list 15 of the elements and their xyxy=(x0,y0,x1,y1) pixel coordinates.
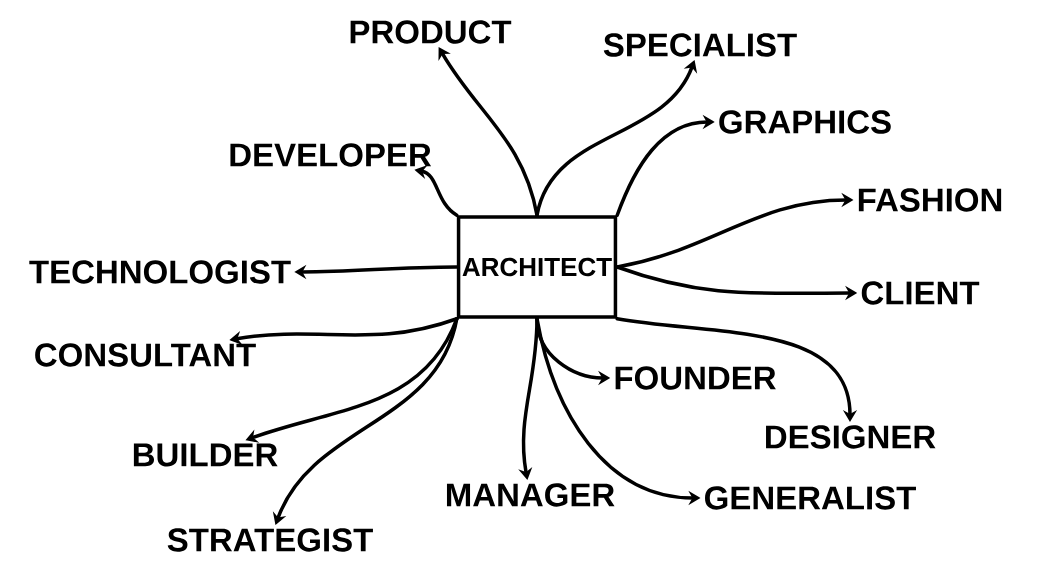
handwritten-word: BUILDER xyxy=(133,443,278,467)
handwritten-word: DEVELOPER xyxy=(230,143,432,167)
handwritten-word: CLIENT xyxy=(861,281,980,305)
handwritten-word: MANAGER xyxy=(446,483,615,507)
handwritten-word: CONSULTANT xyxy=(35,343,256,367)
handwritten-word: GRAPHICS xyxy=(719,110,891,134)
handwritten-word: DESIGNER xyxy=(766,425,936,449)
handwritten-word: SPECIALIST xyxy=(603,33,797,57)
handwritten-word: TECHNOLOGIST xyxy=(29,260,291,284)
handwritten-word: STRATEGIST xyxy=(167,528,373,552)
handwritten-word: FASHION xyxy=(858,188,1002,212)
handwritten-word: FOUNDER xyxy=(615,366,776,390)
concept-box: ARCHITECT xyxy=(456,215,618,319)
handwritten-word: PRODUCT xyxy=(350,20,512,44)
handwritten-word: GENERALIST xyxy=(705,486,916,510)
